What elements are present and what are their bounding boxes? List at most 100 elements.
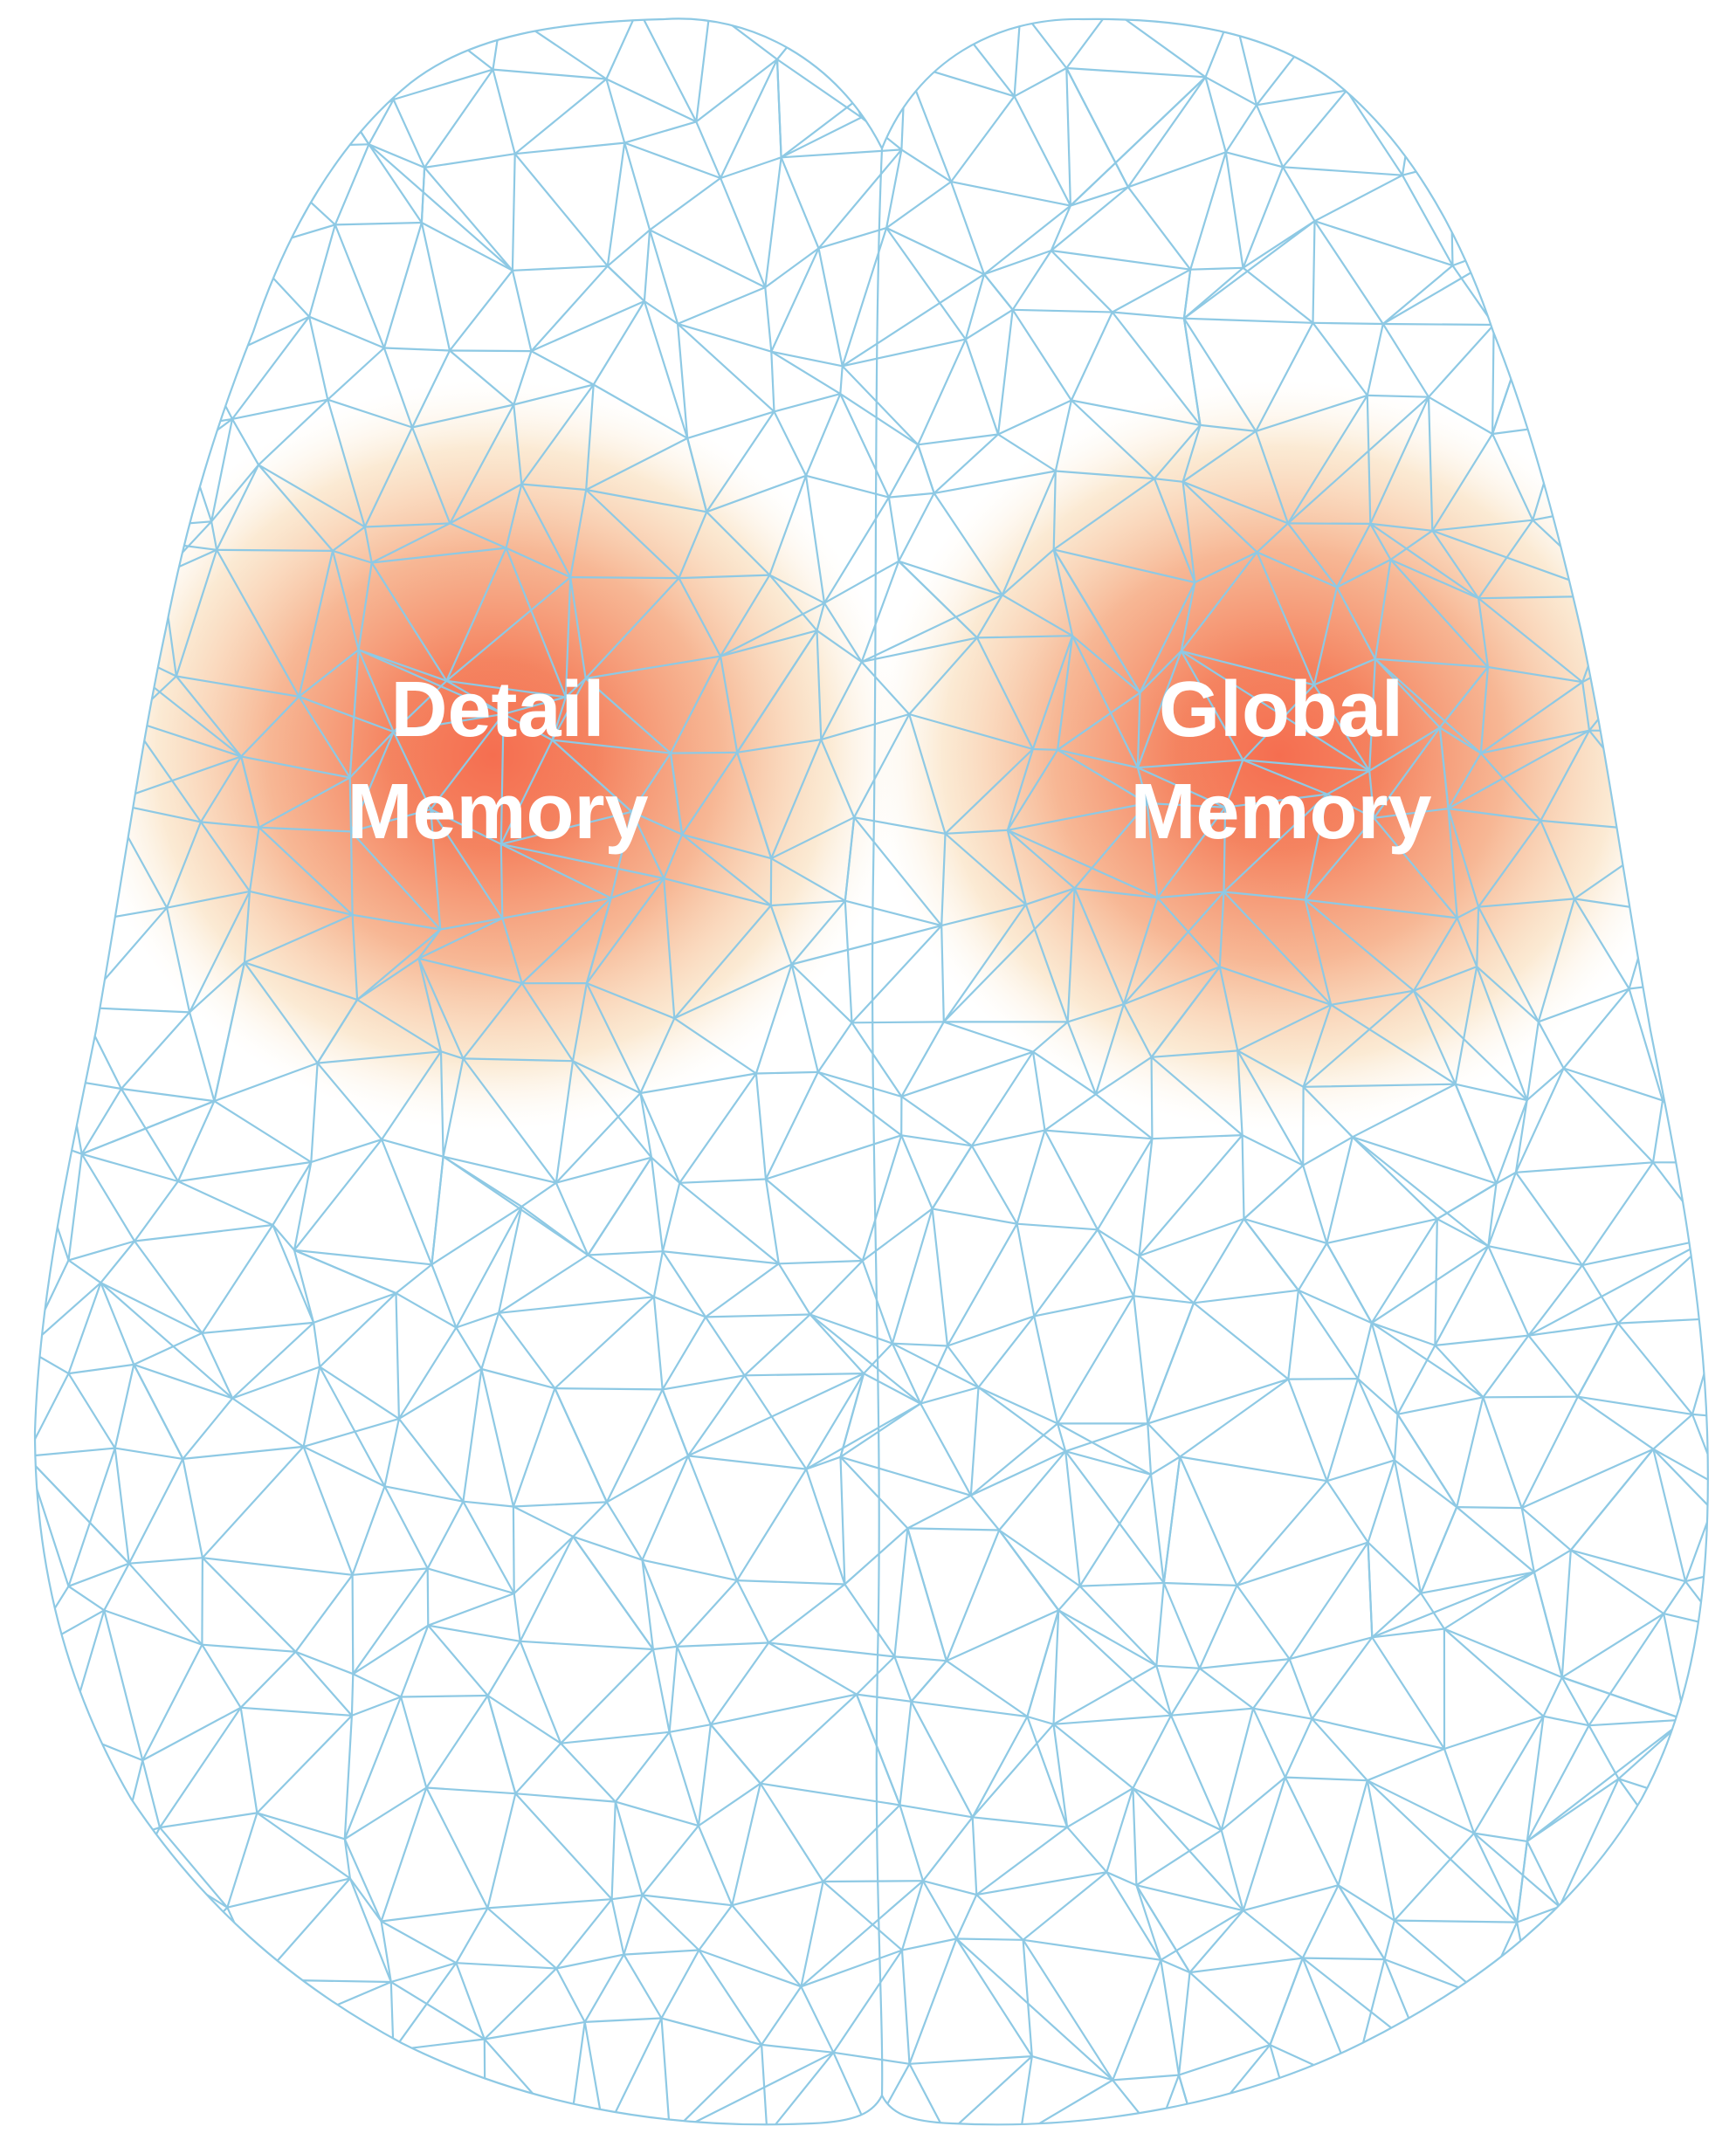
mesh-edge	[918, 340, 966, 445]
mesh-edge	[1650, 661, 1720, 732]
mesh-edge	[26, 161, 143, 183]
mesh-edge	[976, 1827, 1067, 1895]
mesh-edge	[115, 1448, 129, 1564]
mesh-edge	[313, 1323, 320, 1367]
mesh-edge	[653, 1647, 677, 1649]
mesh-edge	[893, 9, 905, 63]
mesh-edge	[1663, 639, 1720, 660]
mesh-edge	[1206, 77, 1226, 152]
mesh-edge	[979, 1387, 1058, 1423]
mesh-edge	[901, 1052, 1033, 1097]
mesh-edge	[1034, 1229, 1098, 1316]
mesh-edge	[171, 1965, 260, 1980]
mesh-edge	[1283, 167, 1314, 221]
mesh-edge	[100, 1283, 134, 1365]
mesh-edge	[1133, 1296, 1194, 1303]
mesh-edge	[979, 1316, 1035, 1387]
mesh-edge	[1435, 1246, 1488, 1345]
mesh-edge	[202, 1558, 203, 1645]
mesh-edge	[487, 1793, 515, 1908]
mesh-edge	[261, 1878, 350, 1979]
mesh-edge	[732, 1784, 761, 1906]
mesh-edge	[1253, 1659, 1290, 1709]
mesh-edge	[951, 96, 1015, 182]
mesh-edge	[899, 493, 934, 561]
mesh-edge	[699, 1905, 732, 1950]
mesh-edge	[1496, 107, 1536, 182]
mesh-edge	[910, 1939, 957, 2064]
mesh-edge	[335, 224, 384, 347]
mesh-edge	[382, 1139, 444, 1157]
mesh-edge	[514, 1537, 574, 1593]
mesh-edge	[1161, 1910, 1243, 1960]
mesh-edge	[294, 1250, 431, 1265]
mesh-edge	[643, 1455, 689, 1559]
mesh-edge	[650, 230, 678, 324]
mesh-edge	[956, 1939, 1023, 1940]
mesh-edge	[266, 2069, 271, 2135]
mesh-edge	[294, 1139, 382, 1250]
mesh-edge	[1618, 1318, 1720, 1324]
mesh-edge	[182, 2069, 267, 2135]
mesh-edge	[26, 437, 69, 513]
mesh-edge	[232, 400, 327, 419]
mesh-edge	[513, 1502, 607, 1506]
mesh-edge	[1483, 1397, 1521, 1508]
mesh-edge	[422, 168, 424, 223]
detail-memory-label: Detail	[390, 666, 604, 753]
mesh-edge	[69, 1080, 82, 1154]
mesh-edge	[1080, 1475, 1151, 1586]
mesh-edge	[1066, 68, 1128, 187]
mesh-edge	[1444, 1629, 1544, 1717]
mesh-edge	[1582, 639, 1663, 682]
mesh-edge	[1139, 1256, 1194, 1304]
mesh-edge	[129, 1558, 203, 1564]
mesh-edge	[202, 1323, 313, 1333]
mesh-edge	[69, 223, 140, 338]
mesh-edge	[1720, 2085, 1736, 2135]
mesh-edge	[1720, 188, 1736, 276]
mesh-edge	[863, 1208, 933, 1261]
mesh-edge	[1398, 1414, 1457, 1507]
mesh-edge	[1711, 1238, 1736, 1242]
mesh-edge	[1677, 1963, 1720, 2020]
mesh-edge	[1161, 1960, 1179, 2075]
mesh-edge	[1483, 1923, 1517, 1997]
mesh-edge	[1562, 1550, 1571, 1677]
mesh-edge	[1677, 2020, 1736, 2085]
mesh-edge	[1027, 1717, 1067, 1827]
mesh-edge	[1327, 1460, 1395, 1481]
mesh-edge	[1034, 1296, 1133, 1316]
mesh-edge	[1066, 68, 1071, 206]
mesh-edge	[513, 266, 608, 271]
mesh-edge	[1653, 1414, 1692, 1449]
mesh-edge	[777, 59, 782, 157]
mesh-edge	[353, 1568, 428, 1574]
mesh-edge	[761, 2045, 833, 2053]
mesh-edge	[555, 1297, 654, 1388]
mesh-edge	[1492, 325, 1494, 434]
mesh-edge	[1664, 188, 1720, 240]
mesh-edge	[456, 1328, 481, 1370]
mesh-edge	[294, 1250, 396, 1293]
mesh-edge	[1522, 1397, 1578, 1508]
mesh-edge	[1015, 68, 1067, 96]
mesh-edge	[643, 1896, 699, 1951]
mesh-edge	[180, 9, 220, 71]
mesh-edge	[588, 1256, 654, 1297]
mesh-edge	[520, 1641, 653, 1649]
mesh-edge	[69, 802, 110, 925]
mesh-edge	[424, 168, 513, 271]
mesh-edge	[843, 340, 966, 367]
mesh-edge	[1567, 93, 1609, 169]
mesh-edge	[1237, 1586, 1290, 1659]
mesh-edge	[119, 161, 143, 250]
mesh-edge	[906, 9, 947, 63]
mesh-edge	[901, 1097, 972, 1146]
mesh-edge	[327, 348, 384, 400]
mesh-edge	[1663, 978, 1720, 1101]
mesh-edge	[688, 1373, 864, 1455]
mesh-edge	[513, 1507, 514, 1594]
mesh-edge	[561, 1744, 616, 1802]
